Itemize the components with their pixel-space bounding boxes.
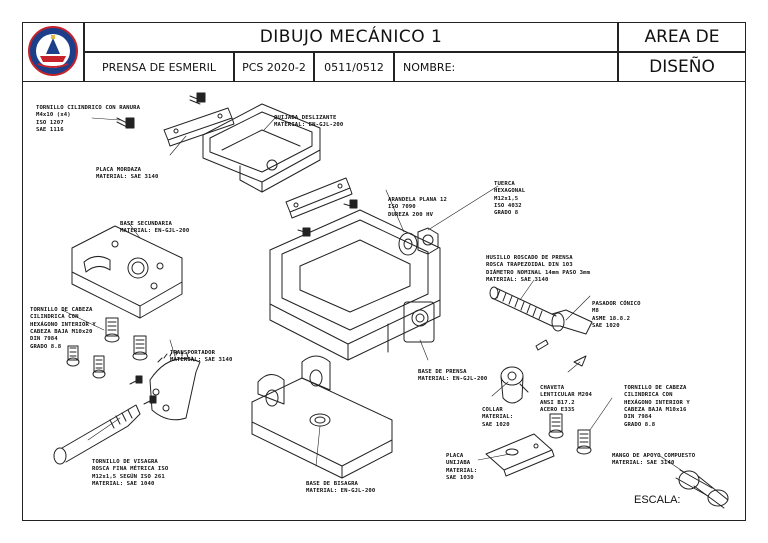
area-cell-top: AREA DE — [618, 22, 746, 52]
name-label: NOMBRE: — [403, 60, 456, 74]
leader-lines — [61, 116, 685, 473]
course-code: PCS 2020-2 — [234, 52, 314, 82]
drawing-title: DIBUJO MECÁNICO 1 — [84, 22, 618, 52]
hinge-bolt-drawing — [53, 404, 141, 465]
area-label-line1: AREA DE — [644, 27, 720, 47]
screw-drawing-top — [116, 92, 206, 129]
logo-cell — [22, 22, 84, 82]
handle-drawing — [675, 469, 729, 509]
section-code: 0511/0512 — [314, 52, 394, 82]
student-name-field: NOMBRE: — [394, 52, 618, 82]
university-seal-logo — [28, 26, 78, 76]
scale-label: ESCALA: — [634, 494, 681, 506]
lead-screw-drawing — [489, 286, 593, 335]
socket-screws-left-drawing — [66, 317, 148, 379]
area-label-line2: DISEÑO — [649, 57, 715, 77]
project-name: PRENSA DE ESMERIL — [84, 52, 234, 82]
area-cell-bottom: DISEÑO — [618, 52, 746, 82]
